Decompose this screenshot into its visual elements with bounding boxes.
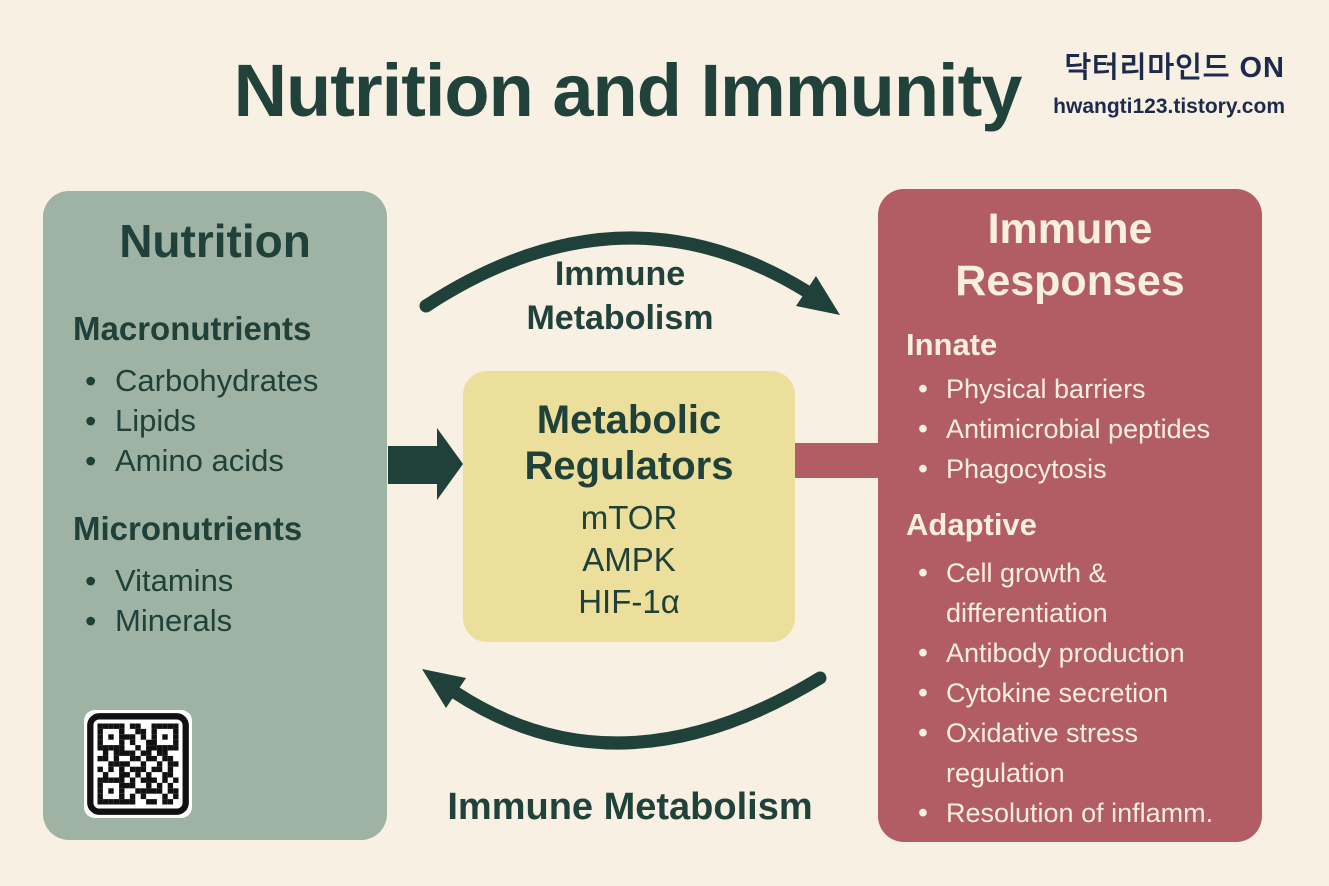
bottom-arrow-label: Immune Metabolism xyxy=(447,786,813,828)
adaptive-list: Cell growth & differentiation Antibody p… xyxy=(906,553,1234,833)
qr-code-icon xyxy=(83,710,193,818)
watermark-brand: 닥터리마인드 ON xyxy=(1064,52,1285,84)
cycle-arrow-top-head-icon xyxy=(796,276,840,315)
page-title: Nutrition and Immunity xyxy=(233,49,1023,132)
list-item: Carbohydrates xyxy=(73,361,357,401)
regulator-item: mTOR xyxy=(580,499,678,536)
list-item: Resolution of inflamm. xyxy=(906,793,1234,833)
macronutrients-list: Carbohydrates Lipids Amino acids xyxy=(73,361,357,481)
list-item: Amino acids xyxy=(73,441,357,481)
macronutrients-heading: Macronutrients xyxy=(73,310,312,347)
metabolic-regulators-panel: Metabolic Regulators mTOR AMPK HIF-1α xyxy=(463,371,795,642)
list-item: Antibody production xyxy=(906,633,1234,673)
list-item: Cytokine secretion xyxy=(906,673,1234,713)
innate-heading: Innate xyxy=(906,327,998,362)
innate-list: Physical barriers Antimicrobial peptides… xyxy=(906,369,1234,489)
nutrition-panel-title: Nutrition xyxy=(119,215,311,267)
immune-panel-title: Immune Responses xyxy=(955,205,1185,305)
regulators-list: mTOR AMPK HIF-1α xyxy=(463,497,795,623)
list-item: Phagocytosis xyxy=(906,449,1234,489)
watermark: 닥터리마인드 ON hwangti123.tistory.com xyxy=(1053,44,1285,119)
immune-responses-panel: Immune Responses Innate Physical barrier… xyxy=(878,189,1262,842)
watermark-url: hwangti123.tistory.com xyxy=(1053,95,1285,118)
list-item: Vitamins xyxy=(73,561,357,601)
micronutrients-list: Vitamins Minerals xyxy=(73,561,357,641)
regulators-title: Metabolic Regulators xyxy=(524,398,734,488)
list-item: Antimicrobial peptides xyxy=(906,409,1234,449)
list-item: Minerals xyxy=(73,601,357,641)
cycle-arrow-top xyxy=(419,231,813,313)
regulators-to-immune-connector xyxy=(795,443,879,478)
micronutrients-heading: Micronutrients xyxy=(73,510,303,547)
list-item: Oxidative stress regulation xyxy=(906,713,1234,793)
regulator-item: HIF-1α xyxy=(578,583,680,620)
nutrition-panel: Nutrition Macronutrients Carbohydrates L… xyxy=(43,191,387,840)
list-item: Lipids xyxy=(73,401,357,441)
adaptive-heading: Adaptive xyxy=(906,507,1037,542)
nutrition-to-regulators-arrow-icon xyxy=(388,428,463,500)
regulator-item: AMPK xyxy=(582,541,676,578)
list-item: Cell growth & differentiation xyxy=(906,553,1234,633)
list-item: Physical barriers xyxy=(906,369,1234,409)
cycle-arrow-bottom xyxy=(449,671,827,750)
top-arrow-label: Immune Metabolism xyxy=(526,255,714,337)
cycle-arrow-bottom-head-icon xyxy=(422,669,466,708)
